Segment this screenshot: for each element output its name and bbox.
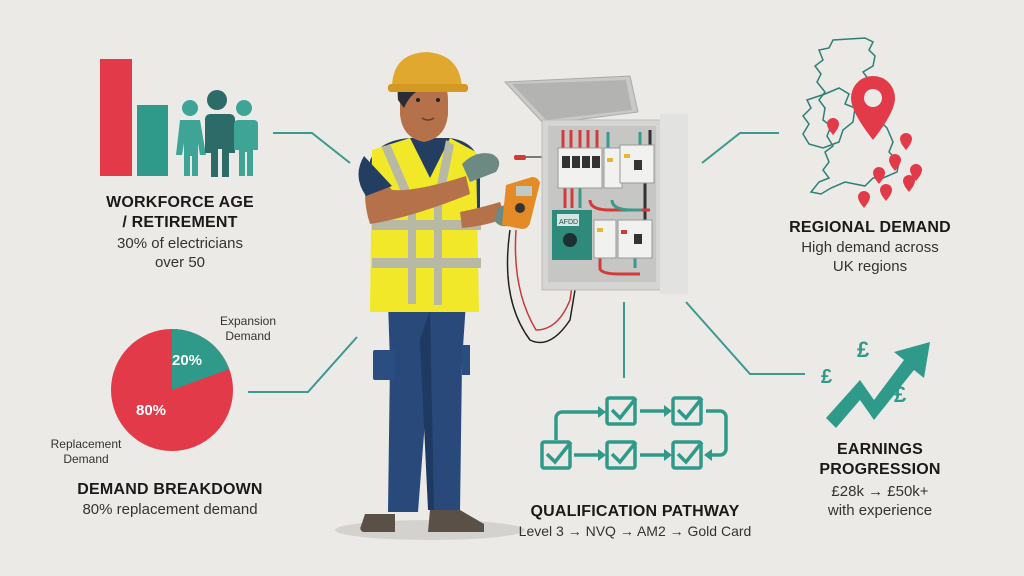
pound-symbol-2: £ bbox=[857, 337, 870, 362]
earnings-title-line2: PROGRESSION bbox=[819, 461, 941, 478]
expansion-label-line2: Demand bbox=[225, 329, 271, 343]
earnings-sub-line1: £28k → £50k+ bbox=[831, 483, 929, 500]
demand-title: DEMAND BREAKDOWN bbox=[77, 481, 263, 498]
replacement-pct: 80% bbox=[136, 402, 167, 419]
regional-title: REGIONAL DEMAND bbox=[789, 219, 951, 236]
workforce-title-line2: / RETIREMENT bbox=[122, 214, 238, 231]
pound-symbol-3: £ bbox=[894, 382, 907, 407]
afdd-label: AFDD bbox=[559, 219, 578, 226]
bar-chart-with-people-icon bbox=[100, 59, 258, 177]
rising-arrow-pound-icon bbox=[826, 342, 930, 428]
earnings-sub-line2: with experience bbox=[827, 502, 933, 519]
workforce-sub-line1: 30% of electricians bbox=[117, 235, 243, 252]
expansion-pct: 20% bbox=[172, 352, 203, 369]
demand-pie-chart bbox=[111, 329, 233, 451]
uk-map-pins-icon bbox=[802, 37, 922, 208]
workforce-title-line1: WORKFORCE AGE bbox=[106, 194, 254, 211]
demand-sub: 80% replacement demand bbox=[82, 501, 258, 518]
checkbox-flow-icon bbox=[540, 396, 728, 470]
replacement-label-line2: Demand bbox=[63, 452, 109, 466]
qualification-title: QUALIFICATION PATHWAY bbox=[530, 503, 740, 520]
pound-symbol-1: £ bbox=[821, 366, 833, 388]
regional-sub-line2: UK regions bbox=[832, 258, 908, 275]
replacement-label-line1: Replacement bbox=[50, 437, 122, 451]
earnings-title-line1: EARNINGS bbox=[836, 441, 924, 458]
regional-sub-line1: High demand across bbox=[801, 239, 939, 256]
qualification-sub: Level 3 → NVQ → AM2 → Gold Card bbox=[518, 523, 752, 539]
workforce-sub-line2: over 50 bbox=[154, 254, 206, 271]
expansion-label-line1: Expansion bbox=[219, 314, 277, 328]
consumer-unit-panel: AFDD bbox=[503, 75, 688, 294]
electrician-figure bbox=[335, 52, 525, 540]
